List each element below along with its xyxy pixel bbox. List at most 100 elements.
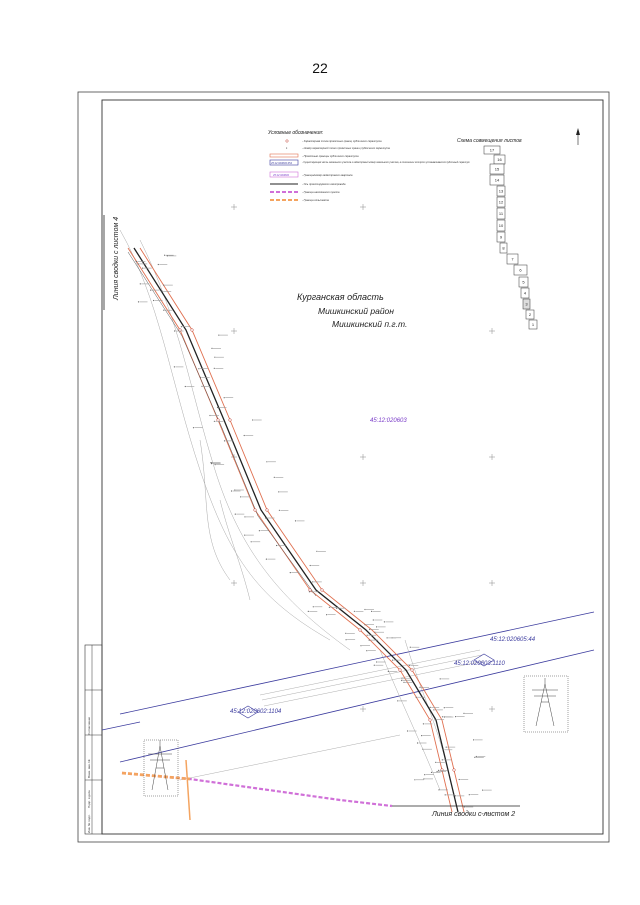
survey-dot [403,681,405,684]
survey-dot [366,650,368,652]
survey-dot [278,491,280,493]
survey-dot [421,735,423,737]
survey-dot [372,619,374,621]
survey-dot [401,678,403,680]
survey-dot [436,770,438,773]
inner-frame [101,99,604,835]
parcel-label-b: 45:12:020603:1110 [454,661,505,667]
survey-dot [198,368,200,370]
survey-dot [475,755,477,758]
survey-dot [308,591,310,593]
survey-dot [213,367,215,369]
scheme-cell-label: 3 [525,302,528,307]
survey-dot [184,385,186,388]
survey-dot [163,309,165,311]
survey-dot [373,664,375,666]
survey-dot [173,366,175,368]
legend-sample-2: 1 [286,146,288,150]
survey-dot [374,631,376,633]
survey-dot [397,700,399,702]
survey-dot [422,723,424,725]
scheme-cell [518,276,529,288]
scheme-cell-label: 8 [502,246,505,251]
scheme-cell-label: 9 [500,235,503,240]
survey-dot [243,434,245,437]
survey-dot [345,632,347,634]
scheme-cell-label: 4 [524,291,527,296]
legend-parcel-box [269,159,299,166]
survey-dot [266,461,268,463]
scheme-cell-label: 6 [519,268,522,273]
survey-dot [223,397,225,399]
survey-dot [364,624,366,626]
match-line-bottom: Линия сводки с листом 2 [431,810,515,818]
stamp-agreed: Согласовано [87,717,91,735]
outer-frame [77,91,610,843]
legend-item-7: - Граница населенного пункта [302,190,340,194]
survey-dot [455,716,457,718]
survey-dot [163,284,165,286]
scheme-cell [496,207,506,220]
legend-item-4: - Существующая часть земельного участка … [302,161,470,164]
legend-item-6: - Ось проектируемого газопровода [302,182,346,186]
survey-dot [216,406,219,409]
match-line-top: Линия сводки с листом 4 [112,217,120,301]
survey-dot [415,696,417,698]
survey-dot [209,414,211,417]
stamp-inv-original: Инв. № подл. [87,814,91,833]
survey-dot [250,541,252,543]
survey-dot [218,334,220,336]
survey-dot [424,774,426,776]
survey-dot [345,639,347,641]
survey-dot [387,670,389,673]
survey-dot [406,730,409,732]
legend-title: Условные обозначения: [268,130,324,136]
survey-dot [468,794,470,796]
survey-dot [211,462,213,464]
survey-dot [142,267,144,269]
survey-dot [200,376,202,378]
legend-item-3: - Проектные границы публичного сервитута [302,154,359,158]
stamp-sign-date: Подп. и дата [87,790,91,808]
scheme-cell [520,287,530,299]
survey-dot [278,509,280,511]
legend-quarter-box [269,171,299,178]
survey-dot [244,534,246,536]
survey-dot [433,709,435,711]
survey-dot [386,637,388,639]
scheme-cell-label: 14 [495,178,500,183]
survey-dot [137,263,139,265]
survey-dot [371,610,373,613]
scheme-cell-label: 17 [490,148,495,153]
scheme-cell-label: 7 [511,257,514,262]
scheme-cell [525,309,535,320]
survey-dot [430,771,433,774]
grid-crosses [231,204,495,712]
power-tower-icon [523,675,569,733]
survey-dot [252,419,254,421]
title-block: Согласовано Взам. инв. № Подп. и дата Ин… [84,644,103,835]
survey-dot [157,263,159,266]
survey-dot [423,778,425,780]
survey-dot [364,608,366,611]
survey-dot [316,550,318,552]
scheme-cell-label: 10 [499,223,504,228]
stamp-replace-inv: Взам. инв. № [87,759,91,778]
survey-dot [442,749,444,751]
survey-dot [166,255,168,257]
legend-sample-4: 45:12:020603:454 [271,161,292,165]
survey-dot [223,440,226,442]
survey-dot [458,778,460,781]
scheme-cell-label: 16 [497,157,502,162]
location-district: Мишкинский район [318,306,394,316]
scheme-cell [513,264,528,276]
survey-dot [414,779,416,781]
village-boundary [121,771,191,781]
survey-dot [443,716,445,718]
legend-item-2: - Номер характерной точки проектных гран… [302,146,390,150]
survey-dot [214,356,216,358]
scheme-cell-label: 15 [495,167,500,172]
legend-servitude-line [269,153,299,158]
survey-dot [463,712,465,715]
survey-dot [336,607,338,609]
